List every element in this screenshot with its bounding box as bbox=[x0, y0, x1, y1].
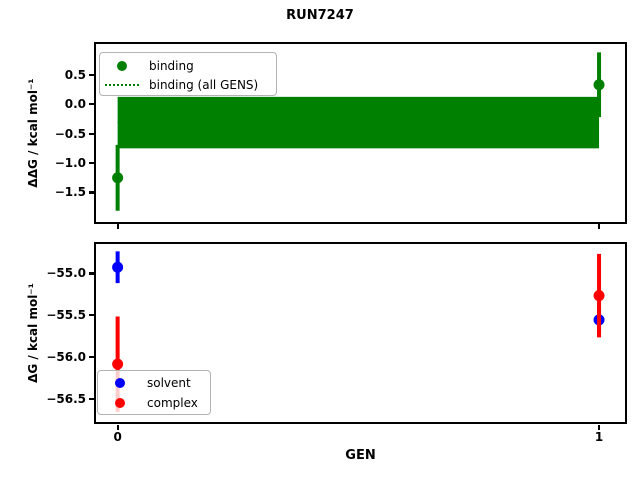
legend-item-binding-all-gens-: binding (all GENS) bbox=[104, 76, 270, 96]
dot-icon bbox=[102, 397, 138, 408]
y-tick-label: −1.5 bbox=[54, 185, 86, 200]
axes-top-ddg: 0.5 0.0 −0.5 −1.0 −1.5 binding binding (all GE… bbox=[55, 42, 627, 229]
legend-label: binding bbox=[149, 58, 194, 73]
y-tick bbox=[88, 161, 94, 165]
uncertainty-band bbox=[117, 96, 600, 149]
dotted-line-icon bbox=[104, 84, 140, 87]
data-point bbox=[112, 172, 124, 184]
y-tick bbox=[88, 191, 94, 194]
x-tick bbox=[116, 424, 119, 430]
legend-item-solvent: solvent bbox=[102, 374, 204, 394]
y-tick-label: 0.0 bbox=[64, 97, 86, 112]
y-tick bbox=[88, 355, 94, 359]
dot-icon bbox=[115, 378, 125, 389]
data-point bbox=[112, 261, 124, 273]
y-axis-label-bottom: ΔG / kcal mol⁻¹ bbox=[26, 283, 40, 383]
y-tick bbox=[88, 103, 94, 106]
dot-icon bbox=[102, 378, 138, 389]
legend-item-binding: binding bbox=[104, 56, 270, 76]
y-tick-label: −1.0 bbox=[54, 156, 86, 171]
legend-label: binding (all GENS) bbox=[149, 78, 259, 93]
y-tick-label: −56.0 bbox=[46, 349, 86, 364]
legend-label: solvent bbox=[147, 376, 191, 391]
y-tick-label: −55.5 bbox=[46, 308, 86, 323]
data-point bbox=[112, 358, 124, 370]
data-point bbox=[593, 79, 605, 91]
legend: solvent complex bbox=[97, 369, 211, 415]
x-tick-label: 0 bbox=[113, 430, 122, 444]
legend-item-complex: complex bbox=[102, 393, 204, 413]
data-point bbox=[593, 289, 605, 301]
x-axis-label: GEN bbox=[345, 448, 376, 463]
y-tick-label: −0.5 bbox=[54, 126, 86, 141]
x-tick bbox=[597, 224, 601, 229]
y-tick-label: −56.5 bbox=[46, 391, 86, 406]
legend: binding binding (all GENS) bbox=[99, 52, 277, 96]
dotted-line-icon bbox=[105, 84, 139, 87]
legend-label: complex bbox=[147, 395, 198, 410]
y-tick-label: 0.5 bbox=[64, 67, 86, 82]
y-tick bbox=[88, 73, 94, 76]
x-tick bbox=[597, 424, 601, 430]
figure-title: RUN7247 bbox=[286, 8, 354, 23]
plot-canvas-top bbox=[112, 52, 605, 211]
y-tick-label: −55.0 bbox=[46, 266, 86, 281]
dot-icon bbox=[117, 60, 127, 71]
y-tick bbox=[88, 397, 94, 400]
dot-icon bbox=[104, 60, 140, 71]
axes-bottom-dg: −55.0 −55.5 −56.0 −56.5 0 1 solvent complex bbox=[46, 241, 627, 444]
dot-icon bbox=[115, 397, 125, 408]
y-tick bbox=[88, 272, 94, 275]
x-tick bbox=[116, 224, 119, 229]
y-tick bbox=[88, 314, 94, 317]
y-tick bbox=[88, 132, 94, 135]
x-tick-label: 1 bbox=[594, 430, 604, 444]
